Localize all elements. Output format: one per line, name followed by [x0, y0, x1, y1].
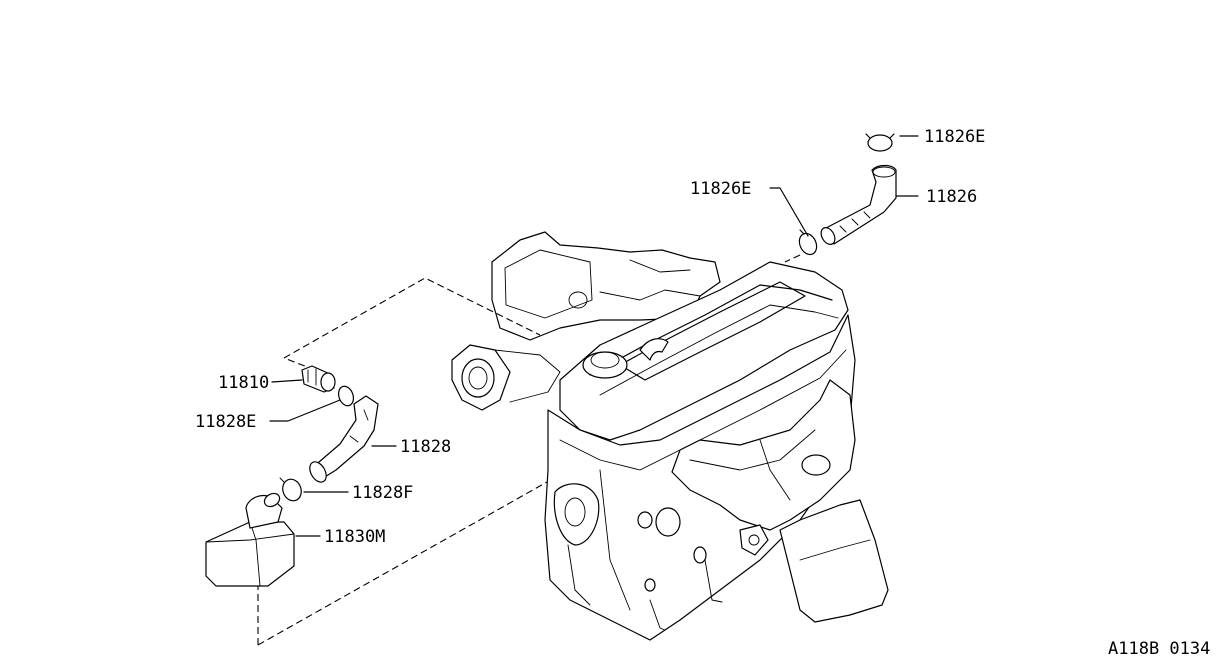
valve-11810 — [301, 365, 336, 393]
callout-11826e-top: 11826E — [924, 127, 985, 147]
engine-illustration — [451, 231, 889, 641]
callout-11810: 11810 — [218, 373, 269, 393]
clamp-11828f — [279, 477, 302, 502]
callout-11826e-mid: 11826E — [690, 179, 751, 199]
callout-11826: 11826 — [926, 187, 977, 207]
separator-11830m — [205, 492, 295, 587]
clamp-11828e — [337, 385, 355, 407]
leader-lines — [269, 135, 919, 537]
clamp-11826e-top — [865, 133, 895, 152]
callout-11830m: 11830M — [324, 527, 385, 547]
callout-labels: 11826E 11826 11826E 11810 11828E 11828 1… — [195, 127, 985, 547]
drawing-code: A118B 0134 — [1108, 639, 1210, 659]
clamp-11826e-mid — [798, 229, 818, 256]
callout-11828: 11828 — [400, 437, 451, 457]
callout-11828e: 11828E — [195, 412, 256, 432]
hose-11826 — [820, 164, 897, 245]
hose-11828 — [309, 395, 379, 483]
callout-11828f: 11828F — [352, 483, 413, 503]
